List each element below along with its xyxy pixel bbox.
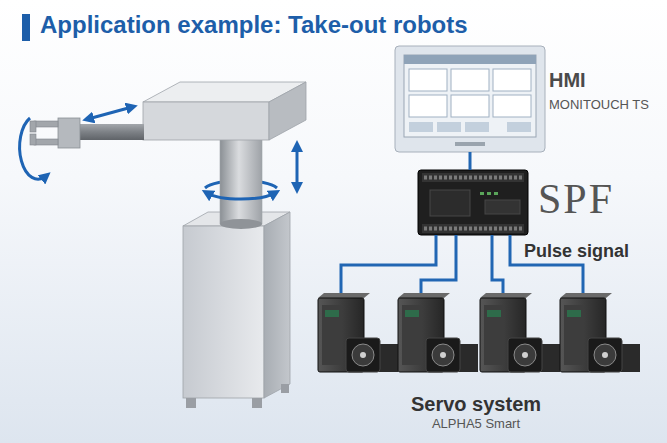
servo-unit: [560, 293, 640, 372]
device-name: SPF: [538, 176, 614, 222]
servo-unit: [318, 293, 398, 372]
motor-flange: [346, 338, 380, 372]
edge-label-holder: Pulse signal: [524, 240, 629, 262]
screen-button: [507, 122, 531, 132]
screen-panel: [493, 69, 531, 91]
rotation-arrow: [20, 118, 46, 179]
motor-flange: [588, 338, 622, 372]
controller-label: [485, 200, 520, 214]
servo-unit: [398, 293, 478, 372]
screen-header: [404, 55, 536, 64]
drive-display: [325, 310, 339, 317]
drive-panel: [322, 305, 342, 365]
robot-foot: [281, 384, 289, 393]
servo-unit: [480, 293, 560, 372]
signal-label: Pulse signal: [524, 240, 629, 262]
hmi-panel: HMI MONITOUCH TS: [395, 46, 655, 152]
motor-boss: [352, 344, 374, 366]
title-bar: [22, 14, 30, 41]
drive-top: [398, 293, 450, 298]
hmi-logo: [455, 142, 485, 146]
screen-panel: [493, 95, 531, 117]
robot-column: [220, 128, 262, 224]
plc-controller: SPF: [418, 170, 621, 235]
terminal-screws: [424, 176, 522, 180]
robot-foot: [186, 398, 196, 408]
model-name: ALPHA5 Smart: [432, 416, 520, 432]
gripper-tip: [30, 121, 36, 132]
drive-display: [405, 310, 419, 317]
screen-button: [409, 122, 433, 132]
stroke-arrow: [88, 107, 132, 119]
title-holder: Application example: Take-out robots: [40, 11, 468, 39]
arm-end: [269, 82, 306, 140]
status-led: [494, 192, 498, 195]
motor-shaft: [360, 352, 366, 358]
gripper-tip: [30, 134, 36, 145]
screen-panel: [451, 69, 489, 91]
screen-panel: [409, 69, 447, 91]
base-side: [264, 212, 290, 398]
status-led: [480, 192, 484, 195]
motor-shaft: [522, 352, 528, 358]
screen-button: [437, 122, 461, 132]
arm-front: [143, 102, 269, 140]
drive-top: [480, 293, 532, 298]
vertical-arrow: [296, 146, 299, 188]
drive-top: [318, 293, 370, 298]
drive-display: [567, 310, 581, 317]
device-name: Servo system: [411, 392, 541, 416]
servo-group: Servo systemALPHA5 Smart: [312, 293, 640, 436]
column-joint: [220, 219, 262, 229]
base-front: [183, 226, 264, 398]
drive-panel: [564, 305, 584, 365]
motor-boss: [594, 344, 616, 366]
arm-rod: [78, 124, 144, 140]
hmi-screen: [404, 55, 536, 137]
terminal-screws: [424, 227, 522, 231]
screen-button: [465, 122, 489, 132]
terminal-strip: [422, 224, 524, 233]
motor-flange: [508, 338, 542, 372]
motor-flange: [426, 338, 460, 372]
screen-panel: [451, 95, 489, 117]
motor-boss: [514, 344, 536, 366]
hmi-bezel: [395, 46, 545, 152]
drive-panel: [484, 305, 504, 365]
gripper-block: [58, 118, 80, 148]
drive-display: [487, 310, 501, 317]
gripper-finger: [34, 121, 58, 127]
controller-body: [418, 170, 528, 235]
screen-panel: [409, 95, 447, 117]
motor-boss: [432, 344, 454, 366]
drive-top: [560, 293, 612, 298]
diagram-title: Application example: Take-out robots: [40, 11, 468, 39]
robot-foot: [252, 398, 262, 408]
motor-shaft: [440, 352, 446, 358]
controller-panel: [430, 190, 470, 216]
status-led: [487, 192, 491, 195]
drive-panel: [402, 305, 422, 365]
rotation-arrow: [207, 193, 275, 199]
motor-shaft: [602, 352, 608, 358]
model-name: MONITOUCH TS: [549, 97, 649, 113]
terminal-strip: [422, 173, 524, 182]
signal-cable: [469, 152, 472, 170]
gripper-finger: [34, 139, 58, 145]
device-name: HMI: [549, 68, 586, 92]
